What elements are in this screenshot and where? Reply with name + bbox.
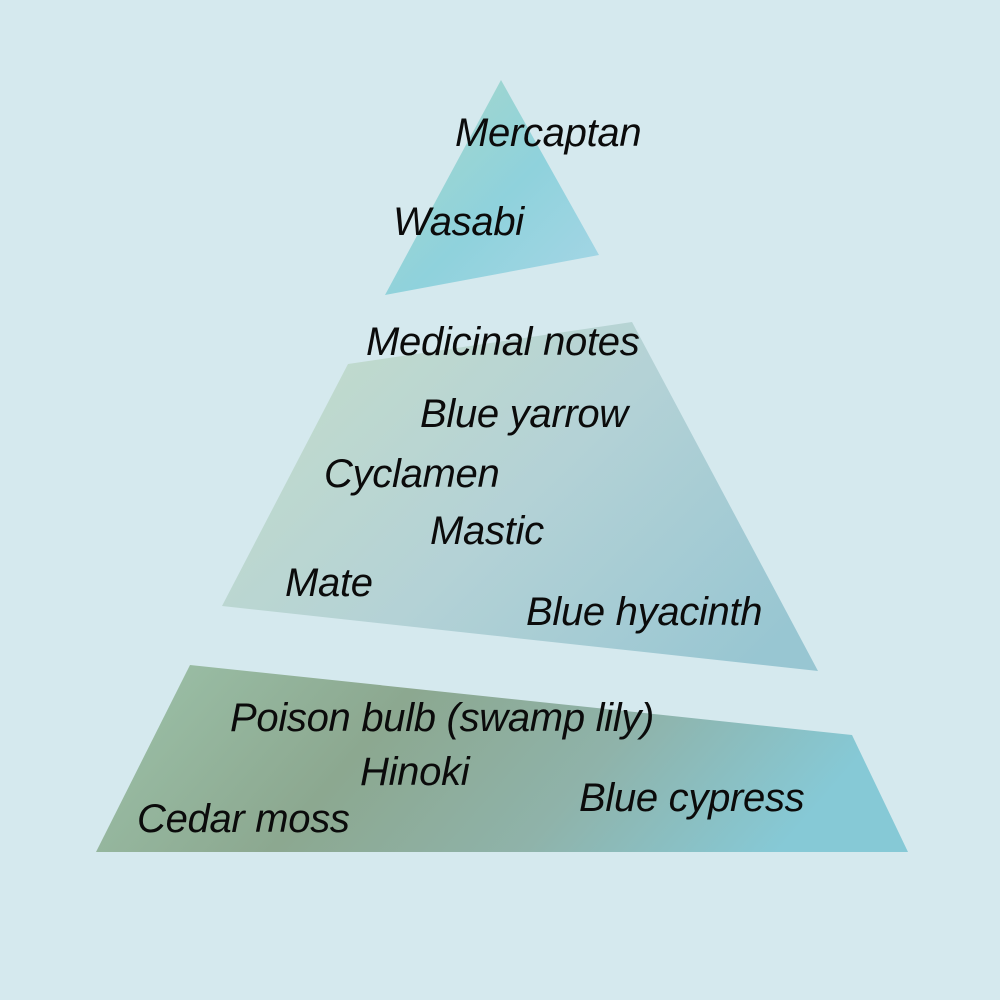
note-blue-yarrow: Blue yarrow <box>420 392 628 436</box>
note-hinoki: Hinoki <box>360 750 470 794</box>
note-blue-cypress: Blue cypress <box>579 776 805 820</box>
note-cyclamen: Cyclamen <box>324 452 500 496</box>
note-mercaptan: Mercaptan <box>455 111 642 155</box>
note-poison-bulb: Poison bulb (swamp lily) <box>230 696 655 740</box>
pyramid-top-tier <box>385 80 599 295</box>
note-wasabi: Wasabi <box>393 200 524 244</box>
note-blue-hyacinth: Blue hyacinth <box>526 590 763 634</box>
note-mastic: Mastic <box>430 509 544 553</box>
note-medicinal-notes: Medicinal notes <box>366 320 640 364</box>
pyramid-middle-tier <box>222 322 818 671</box>
note-mate: Mate <box>285 561 373 605</box>
pyramid-base-tier <box>96 665 908 852</box>
note-cedar-moss: Cedar moss <box>137 797 350 841</box>
